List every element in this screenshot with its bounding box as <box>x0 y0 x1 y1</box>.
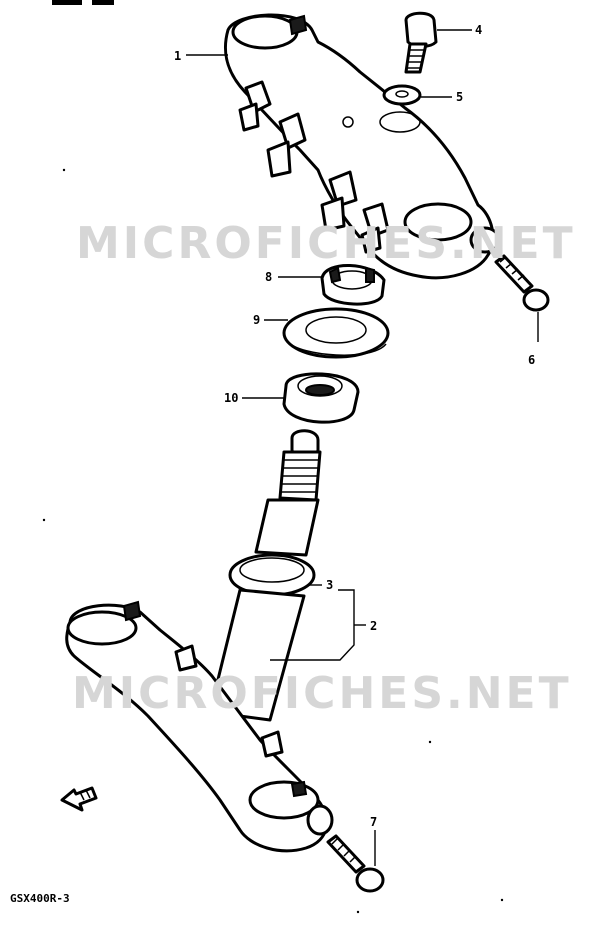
leader-lines <box>186 29 539 866</box>
upper-bracket <box>223 13 501 280</box>
bolt-7 <box>326 834 385 893</box>
steering-stem <box>208 429 322 722</box>
bolt-4 <box>404 11 438 74</box>
callout-10: 10 <box>224 391 238 405</box>
lower-bracket <box>65 600 334 853</box>
callout-2: 2 <box>370 619 377 633</box>
callout-7: 7 <box>370 815 377 829</box>
watermark-lower: MICROFICHES.NET <box>72 668 572 719</box>
header-marks <box>52 0 114 5</box>
callout-6: 6 <box>528 353 535 367</box>
bolt-6 <box>494 254 550 312</box>
callout-1: 1 <box>174 49 181 63</box>
scan-specks <box>42 168 504 914</box>
callout-3: 3 <box>326 578 333 592</box>
bearing-10 <box>282 372 360 424</box>
callout-9: 9 <box>253 313 260 327</box>
front-direction-arrow-icon <box>60 786 98 812</box>
callout-8: 8 <box>265 270 272 284</box>
seal-9 <box>282 307 390 359</box>
callout-4: 4 <box>475 23 482 37</box>
model-caption: GSX400R-3 <box>10 892 70 905</box>
nut-8 <box>320 264 386 306</box>
washer-5 <box>382 84 422 106</box>
watermark-upper: MICROFICHES.NET <box>76 218 576 269</box>
callout-5: 5 <box>456 90 463 104</box>
